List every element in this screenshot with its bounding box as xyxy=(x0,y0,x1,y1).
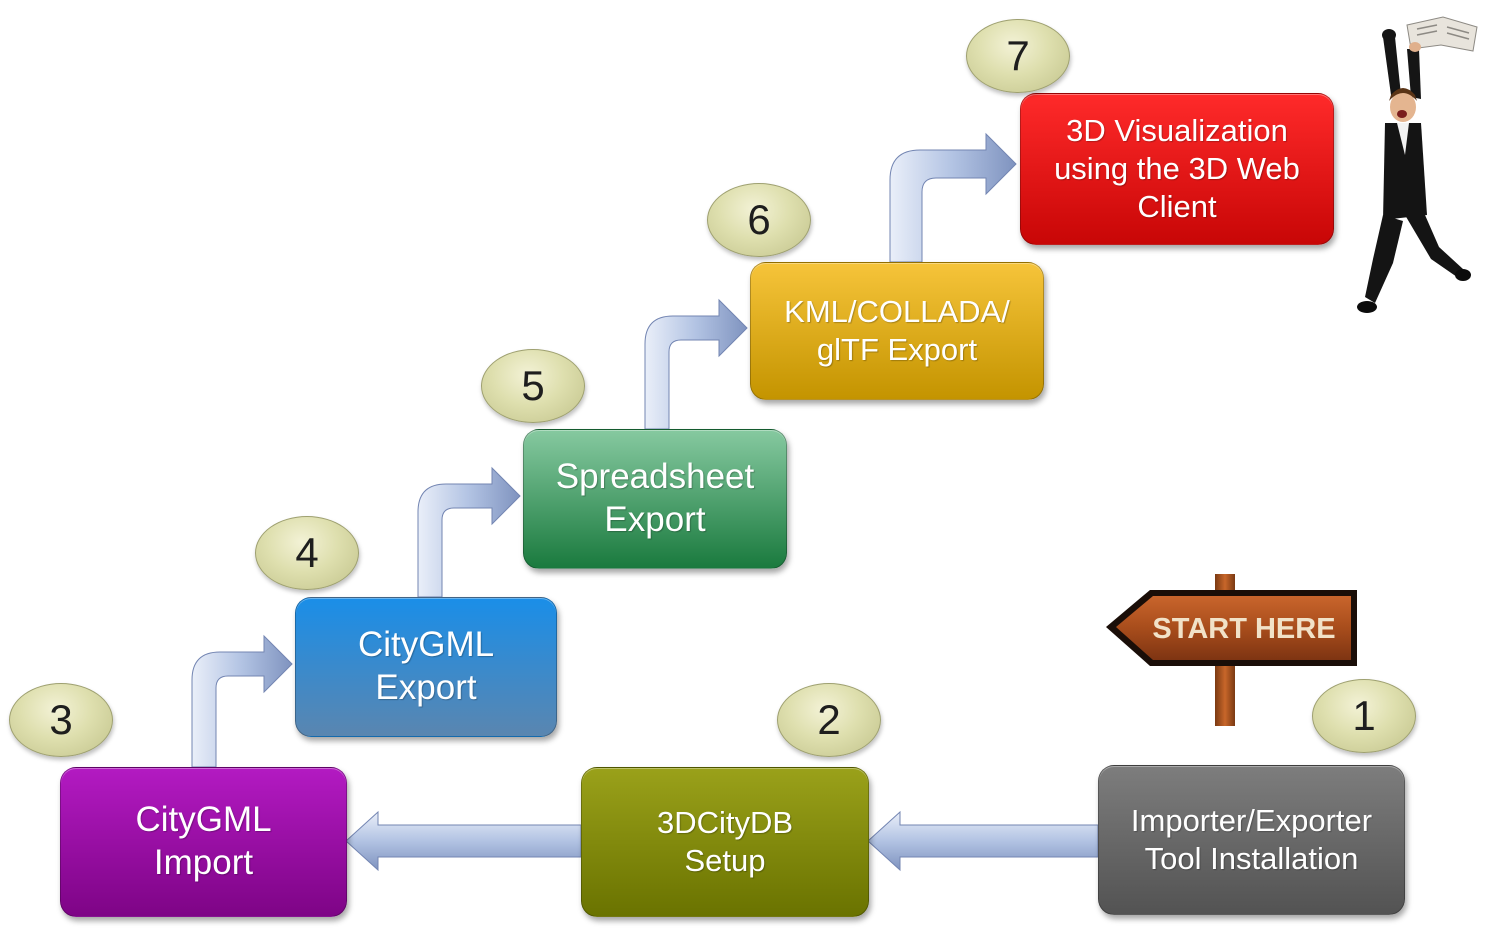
step-7-line-3: Client xyxy=(1137,188,1217,224)
step-2-box: 3DCityDB Setup xyxy=(581,767,869,917)
step-4-box: CityGML Export xyxy=(295,597,557,737)
newspaper-icon xyxy=(1406,16,1478,52)
step-2-line-2: Setup xyxy=(684,843,766,878)
signpost-board xyxy=(1116,596,1351,660)
step-2-number-badge: 2 xyxy=(777,683,881,757)
step-7-line-2: using the 3D Web xyxy=(1054,151,1300,187)
step-3-line-1: CityGML xyxy=(135,800,272,840)
arrow-4-to-5 xyxy=(417,466,521,598)
step-6-box: KML/COLLADA/ glTF Export xyxy=(750,262,1044,400)
start-here-signpost: START HERE xyxy=(1106,574,1357,726)
step-1-line-1: Importer/Exporter xyxy=(1130,803,1373,839)
arrow-2-to-3 xyxy=(345,810,582,872)
step-4-line-2: Export xyxy=(375,668,477,707)
step-1-box: Importer/Exporter Tool Installation xyxy=(1098,765,1405,915)
step-6-number-badge: 6 xyxy=(707,183,811,257)
step-5-number-badge: 5 xyxy=(481,349,585,423)
arrow-3-to-4 xyxy=(191,634,293,768)
step-7-number-badge: 7 xyxy=(966,19,1070,93)
step-7-box: 3D Visualization using the 3D Web Client xyxy=(1020,93,1334,245)
arrow-1-to-2 xyxy=(867,810,1099,872)
step-7-line-1: 3D Visualization xyxy=(1066,113,1288,149)
step-1-line-2: Tool Installation xyxy=(1144,841,1359,876)
step-5-line-1: Spreadsheet xyxy=(555,457,755,497)
step-4-line-1: CityGML xyxy=(357,625,495,665)
step-5-box: Spreadsheet Export xyxy=(523,429,787,569)
step-1-number-badge: 1 xyxy=(1312,679,1416,753)
arrow-5-to-6 xyxy=(644,298,748,430)
step-3-line-2: Import xyxy=(153,843,254,882)
step-5-line-2: Export xyxy=(604,500,706,539)
step-4-number-badge: 4 xyxy=(255,516,359,590)
signpost-text: START HERE xyxy=(1152,613,1335,645)
step-2-line-1: 3DCityDB xyxy=(656,805,794,841)
step-3-number-badge: 3 xyxy=(9,683,113,757)
jumping-person-illustration xyxy=(1357,16,1478,313)
step-6-line-1: KML/COLLADA/ xyxy=(784,294,1010,330)
arrow-6-to-7 xyxy=(889,132,1017,263)
step-3-box: CityGML Import xyxy=(60,767,347,917)
step-6-line-2: glTF Export xyxy=(816,332,978,367)
